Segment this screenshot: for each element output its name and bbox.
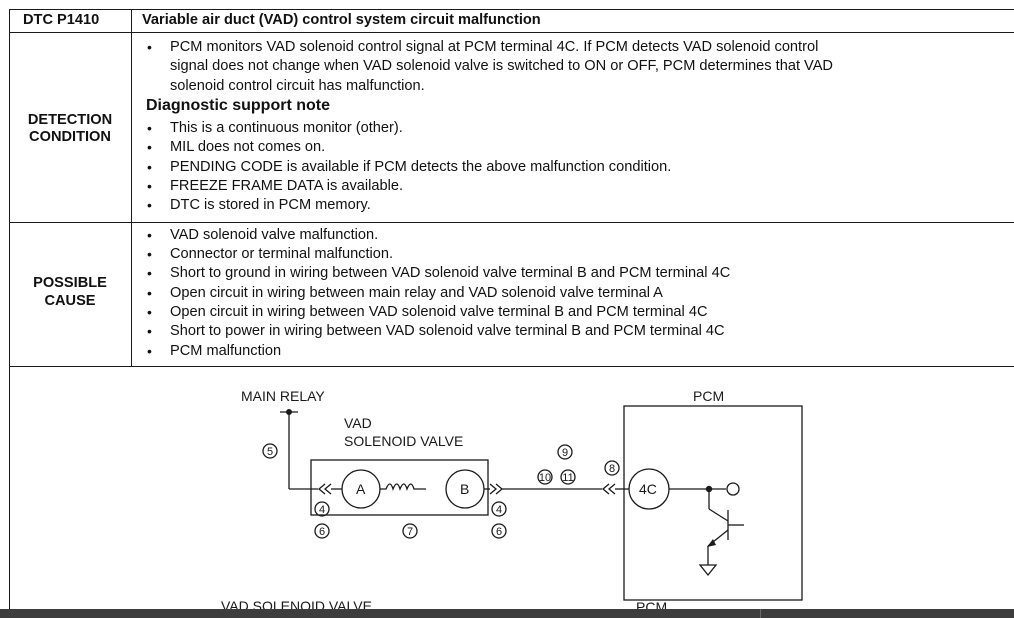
callout-10: 10 <box>539 472 551 484</box>
dtc-title: Variable air duct (VAD) control system c… <box>142 12 541 28</box>
connector-left-1 <box>317 483 326 495</box>
table-border-top <box>9 9 1014 10</box>
label-column-divider <box>131 9 132 366</box>
callout-circle-6-right <box>491 523 507 539</box>
terminal-a-label: A <box>356 481 366 497</box>
main-relay-label: MAIN RELAY <box>241 388 325 404</box>
callout-4-right: 4 <box>496 504 502 516</box>
pcm-label: PCM <box>693 388 724 404</box>
bullet: • <box>147 39 152 55</box>
terminal-4c-label: 4C <box>639 481 657 497</box>
detection-note: DTC is stored in PCM memory. <box>170 197 371 213</box>
table-border-left <box>9 9 10 609</box>
callout-circle-5 <box>262 443 278 459</box>
bullet: • <box>147 246 152 262</box>
cause-item: Open circuit in wiring between VAD solen… <box>170 304 708 320</box>
toolbar-separator <box>760 609 761 618</box>
bullet: • <box>147 323 152 339</box>
bullet: • <box>147 343 152 359</box>
bullet: • <box>147 159 152 175</box>
callout-circle-11 <box>560 469 576 485</box>
detection-note: FREEZE FRAME DATA is available. <box>170 178 404 194</box>
bullet: • <box>147 304 152 320</box>
callout-circle-7 <box>402 523 418 539</box>
emitter-arrow <box>707 539 716 547</box>
cause-item: VAD solenoid valve malfunction. <box>170 227 379 243</box>
detection-para-line3: solenoid control circuit has malfunction… <box>170 78 425 94</box>
callout-6-right: 6 <box>496 526 502 538</box>
detection-note: This is a continuous monitor (other). <box>170 120 403 136</box>
cause-item: PCM malfunction <box>170 343 282 359</box>
callout-9: 9 <box>562 447 568 459</box>
pcm-box <box>623 405 803 601</box>
bullet: • <box>147 178 152 194</box>
bullet: • <box>147 139 152 155</box>
relay-junction-dot <box>286 409 292 415</box>
solenoid-valve-label: SOLENOID VALVE <box>344 433 463 449</box>
connector-pcm-2 <box>607 483 616 495</box>
cause-item: Short to ground in wiring between VAD so… <box>170 265 731 281</box>
diagnostic-support-heading: Diagnostic support note <box>146 97 330 114</box>
vad-label: VAD <box>344 415 372 431</box>
vad-solenoid-box <box>310 459 489 516</box>
detection-note: MIL does not comes on. <box>170 139 326 155</box>
terminal-open-circle <box>726 482 740 496</box>
callout-8: 8 <box>609 463 615 475</box>
cause-item: Open circuit in wiring between main rela… <box>170 285 663 301</box>
junction-dot <box>705 485 713 493</box>
callout-6-left: 6 <box>319 526 325 538</box>
callout-11: 11 <box>562 472 573 484</box>
callout-circle-9 <box>557 444 573 460</box>
callout-5: 5 <box>267 446 273 458</box>
callout-circle-8 <box>604 460 620 476</box>
connector-pcm-1 <box>601 483 610 495</box>
cause-label-line2: CAUSE <box>44 293 96 309</box>
cause-item: Short to power in wiring between VAD sol… <box>170 323 725 339</box>
callout-4-left: 4 <box>319 504 325 516</box>
bullet: • <box>147 265 152 281</box>
bullet: • <box>147 285 152 301</box>
cause-label-line1: POSSIBLE <box>33 275 107 291</box>
dtc-code: DTC P1410 <box>23 12 100 28</box>
detection-label-line1: DETECTION <box>27 112 113 128</box>
header-divider <box>9 32 1014 33</box>
bullet: • <box>147 227 152 243</box>
callout-circle-4-left <box>314 501 330 517</box>
bullet: • <box>147 120 152 136</box>
coil-symbol <box>380 483 426 491</box>
connector-left-2 <box>323 483 332 495</box>
detection-para-line2: signal does not change when VAD solenoid… <box>170 58 833 74</box>
callout-circle-10 <box>537 469 553 485</box>
cause-item: Connector or terminal malfunction. <box>170 246 394 262</box>
ground-symbol <box>698 564 718 577</box>
cause-divider <box>9 366 1014 367</box>
callout-circle-6-left <box>314 523 330 539</box>
terminal-b-label: B <box>460 481 469 497</box>
detection-note: PENDING CODE is available if PCM detects… <box>170 159 672 175</box>
bullet: • <box>147 197 152 213</box>
detection-divider <box>9 222 1014 223</box>
detection-para-line1: PCM monitors VAD solenoid control signal… <box>170 39 819 55</box>
bottom-toolbar-strip <box>0 609 1014 618</box>
callout-7: 7 <box>407 526 413 538</box>
detection-label-line2: CONDITION <box>29 129 111 145</box>
connector-right-1 <box>489 483 498 495</box>
callout-circle-4-right <box>491 501 507 517</box>
